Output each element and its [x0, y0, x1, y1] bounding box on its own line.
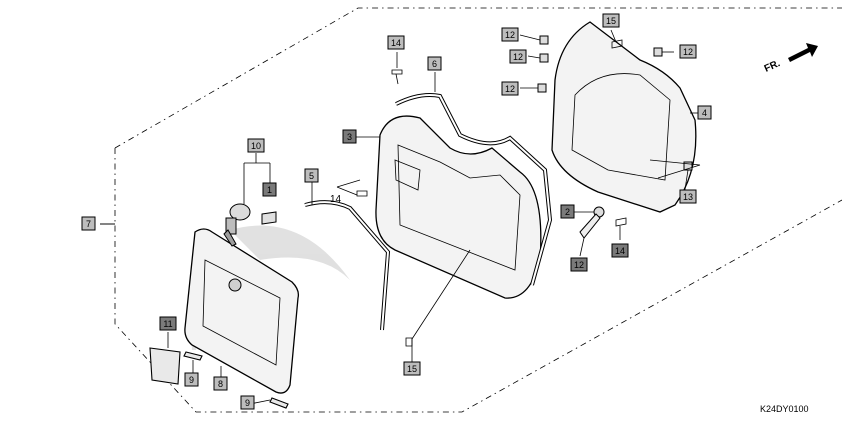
svg-text:2: 2 [565, 207, 570, 217]
callout-12-a: 12 [501, 27, 519, 42]
plain-label-14: 14 [330, 194, 342, 205]
callout-12-b: 12 [509, 49, 527, 64]
seal-part-5 [304, 200, 391, 331]
emblem-plate-part [149, 347, 181, 385]
svg-text:12: 12 [505, 84, 515, 94]
svg-text:FR.: FR. [763, 58, 782, 75]
callout-15-bottom: 14 [611, 243, 629, 258]
front-direction-arrow: FR. [763, 43, 818, 75]
callout-2: 2 [560, 204, 575, 219]
callout-12-d: 12 [679, 44, 697, 59]
svg-text:12: 12 [574, 260, 584, 270]
svg-text:8: 8 [218, 379, 223, 389]
svg-text:14: 14 [615, 246, 625, 256]
callout-4: 4 [697, 105, 712, 120]
svg-text:1: 1 [267, 185, 272, 195]
callout-9-lower: 9 [240, 395, 255, 410]
callout-8: 8 [213, 376, 228, 391]
svg-text:12: 12 [513, 52, 523, 62]
hardware-group [356, 35, 693, 347]
callout-3: 3 [342, 129, 357, 144]
callout-6: 6 [427, 56, 442, 71]
key-cylinder-hole [228, 278, 242, 292]
callout-1: 1 [262, 182, 277, 197]
callout-12-e: 13 [679, 189, 697, 204]
callout-14-top: 14 [387, 35, 405, 50]
svg-text:9: 9 [245, 398, 250, 408]
callout-7: 7 [81, 216, 96, 231]
svg-text:12: 12 [683, 47, 693, 57]
lid-panel-part [184, 228, 300, 394]
pin-part-upper [183, 351, 203, 361]
svg-text:3: 3 [347, 132, 352, 142]
svg-text:5: 5 [309, 171, 314, 181]
callout-14-bottom: 15 [403, 361, 421, 376]
svg-text:9: 9 [189, 375, 194, 385]
svg-text:15: 15 [407, 364, 417, 374]
callout-9-upper: 9 [184, 372, 199, 387]
callout-11: 11 [159, 316, 177, 331]
assembly-outline [114, 7, 842, 413]
leader-lines [100, 29, 701, 405]
callout-13: 12 [570, 257, 588, 272]
callout-15-top: 15 [602, 13, 620, 28]
svg-text:15: 15 [606, 16, 616, 26]
callout-12-c: 12 [501, 81, 519, 96]
svg-text:4: 4 [702, 108, 707, 118]
svg-text:13: 13 [683, 192, 693, 202]
pin-part-lower [269, 397, 289, 409]
inner-tray-part [375, 115, 542, 299]
svg-text:12: 12 [505, 30, 515, 40]
svg-text:11: 11 [163, 319, 172, 329]
svg-text:6: 6 [432, 59, 437, 69]
rear-cover-part [551, 21, 697, 213]
callout-5: 5 [304, 168, 319, 183]
svg-text:10: 10 [251, 141, 261, 151]
svg-text:14: 14 [391, 38, 401, 48]
callout-10: 10 [247, 138, 265, 153]
diagram-code: K24DY0100 [760, 404, 809, 414]
lock-set-part [223, 203, 277, 247]
svg-text:7: 7 [86, 219, 91, 229]
